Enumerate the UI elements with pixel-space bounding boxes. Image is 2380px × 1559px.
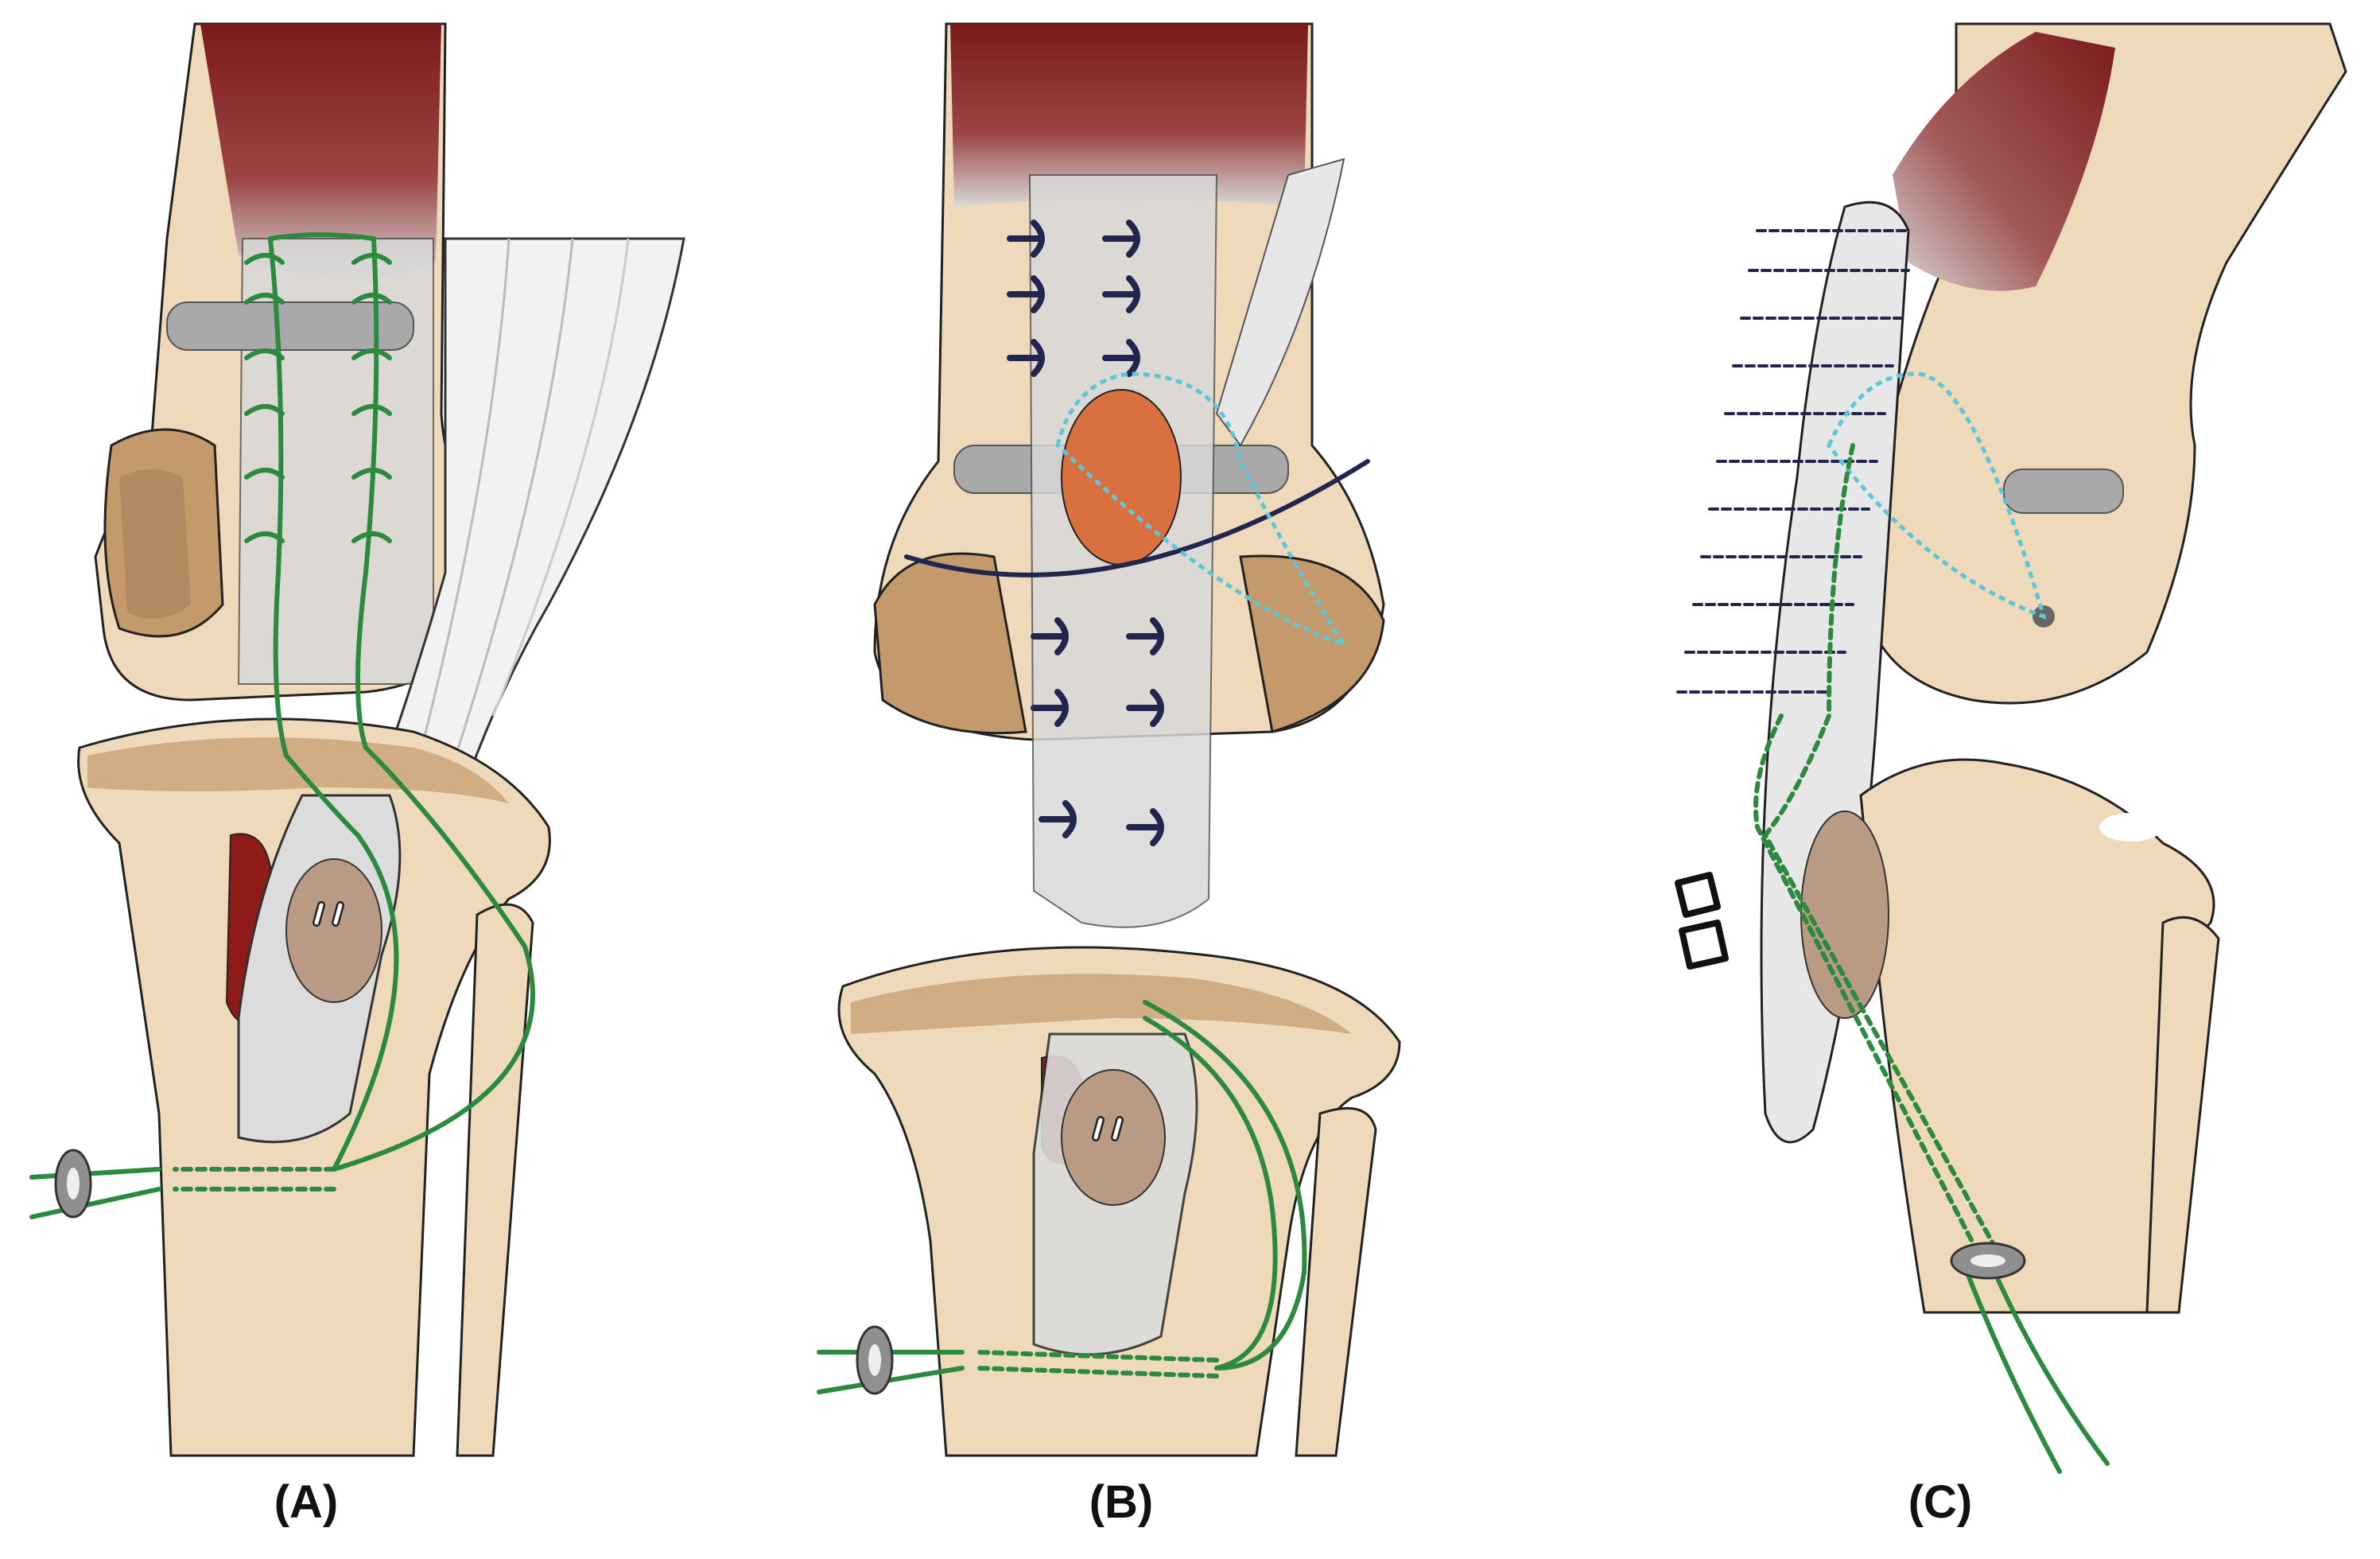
graft-strip-b	[1215, 157, 1345, 447]
patellar-bar-c	[2003, 468, 2124, 514]
panel-label-b: (B)	[1089, 1476, 1154, 1528]
navy-sutures-b	[904, 220, 1370, 846]
bone-plug-c	[1800, 811, 1889, 1019]
fibula-a	[456, 903, 534, 1457]
panel-label-a: (A)	[274, 1476, 339, 1528]
cyan-suture-c	[1827, 371, 2047, 620]
panel-b	[817, 22, 1401, 1457]
bone-plug-a	[285, 858, 382, 1003]
fibula-b	[1295, 1106, 1377, 1457]
panel-label-c: (C)	[1908, 1476, 1973, 1528]
green-sutures-c	[1753, 443, 2110, 1474]
tibia-c	[1859, 758, 2215, 1314]
patellar-bar-a	[166, 301, 414, 351]
panel-c	[1675, 22, 2347, 1474]
femoral-condyle-b	[873, 552, 1027, 735]
bone-plug-outline-c	[1675, 872, 1729, 970]
cyan-suture-b	[1055, 371, 1349, 648]
quadriceps-muscle-a	[200, 24, 441, 281]
femoral-condyle-b2	[1239, 554, 1385, 733]
quadriceps-muscle-b	[950, 24, 1308, 207]
tibial-plateau-highlight-c	[2099, 813, 2163, 842]
panel-a	[29, 22, 685, 1457]
fibula-c	[2145, 916, 2220, 1314]
green-sutures-a	[29, 232, 535, 1219]
quadriceps-muscle-c	[1893, 32, 2115, 291]
